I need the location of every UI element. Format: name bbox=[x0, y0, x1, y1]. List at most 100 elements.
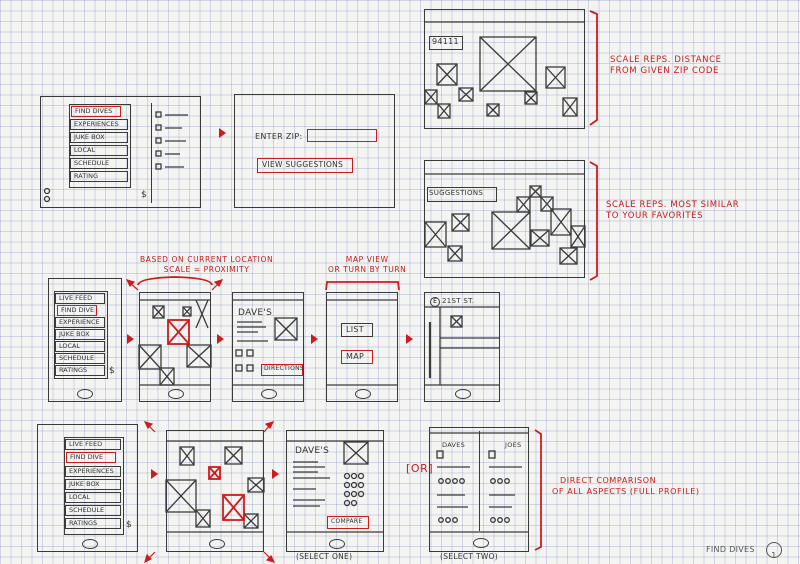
compare-divider bbox=[479, 431, 480, 531]
row3-compare-lines bbox=[429, 432, 529, 533]
row1-arrow-1 bbox=[219, 128, 226, 138]
row1-menu-list bbox=[69, 104, 131, 188]
row1-menu-experiences[interactable]: EXPERIENCES bbox=[70, 119, 128, 130]
row2-menu-list bbox=[54, 291, 108, 379]
note-location-line1: BASED ON CURRENT LOCATION bbox=[140, 255, 274, 264]
row3-menu-juke-box[interactable]: JUKE BOX bbox=[65, 479, 121, 490]
row2-map-choice-home-button[interactable] bbox=[355, 389, 371, 399]
row3-proximity-home-button[interactable] bbox=[209, 539, 225, 549]
list-button[interactable]: LIST bbox=[341, 323, 373, 337]
row3-detail-lines bbox=[286, 440, 384, 533]
row3-menu-phone: LIVE FEED FIND DIVE EXPERIENCES JUKE BOX… bbox=[37, 424, 138, 552]
row2-selected-pin bbox=[167, 319, 190, 345]
or-label: [OR] bbox=[406, 462, 434, 475]
zip-input[interactable] bbox=[307, 129, 377, 142]
bracket-map bbox=[325, 281, 400, 291]
row2-menu-schedule[interactable]: SCHEDULE bbox=[55, 353, 105, 364]
note-location-line2: SCALE = PROXIMITY bbox=[163, 265, 250, 275]
row3-menu-local[interactable]: LOCAL bbox=[65, 492, 121, 503]
row3-menu-ratings[interactable]: RATINGS bbox=[65, 518, 121, 529]
compare-label: COMPARE bbox=[331, 518, 363, 525]
map-button[interactable]: MAP bbox=[341, 350, 373, 364]
grid-suggestions-field bbox=[427, 187, 497, 202]
row2-menu-live-feed[interactable]: LIVE FEED bbox=[55, 293, 105, 304]
row1-menu-rating[interactable]: RATING bbox=[70, 171, 128, 182]
row1-list-lines bbox=[43, 111, 188, 203]
note-distance-line2: FROM GIVEN ZIP CODE bbox=[610, 66, 719, 77]
footer-title: FIND DIVES bbox=[706, 545, 755, 554]
row3-detail-title: DAVE'S bbox=[295, 446, 330, 456]
row1-menu-local[interactable]: LOCAL bbox=[70, 145, 128, 156]
note-distance-line1: SCALE REPS. DISTANCE bbox=[610, 55, 722, 65]
note-compare: DIRECT COMPARISON OF ALL ASPECTS (FULL P… bbox=[552, 476, 700, 498]
row2-menu-find-dive[interactable]: FIND DIVE bbox=[57, 305, 97, 316]
page-number: 1 bbox=[771, 551, 777, 560]
row2-arrow-4 bbox=[406, 334, 413, 344]
row1-menu-schedule[interactable]: SCHEDULE bbox=[70, 158, 128, 169]
grid-suggestions-placeholders bbox=[424, 173, 586, 265]
grid-suggestions-title: SUGGESTIONS bbox=[429, 189, 484, 197]
row3-menu-live-feed[interactable]: LIVE FEED bbox=[65, 439, 121, 450]
row2-detail-title: DAVE'S bbox=[238, 308, 273, 318]
view-suggestions-button[interactable]: VIEW SUGGESTIONS bbox=[257, 158, 353, 173]
row2-arrow-2 bbox=[217, 334, 224, 344]
row2-proximity-home-button[interactable] bbox=[168, 389, 184, 399]
row1-money-icon: $ bbox=[141, 190, 148, 200]
row2-menu-experience[interactable]: EXPERIENCE bbox=[55, 317, 105, 328]
note-location: BASED ON CURRENT LOCATION SCALE = PROXIM… bbox=[140, 255, 273, 275]
row2-home-button[interactable] bbox=[77, 389, 93, 399]
note-distance: SCALE REPS. DISTANCE FROM GIVEN ZIP CODE bbox=[610, 55, 722, 78]
grid-zip-placeholders bbox=[424, 21, 585, 119]
row1-zip-screen: ENTER ZIP: VIEW SUGGESTIONS bbox=[234, 94, 395, 208]
row3-selected-pin-small bbox=[208, 466, 221, 480]
directions-button[interactable]: DIRECTIONS bbox=[261, 364, 304, 376]
row3-compare-home-button[interactable] bbox=[473, 538, 489, 548]
row2-navigation-lines bbox=[424, 306, 500, 386]
row3-menu-experiences[interactable]: EXPERIENCES bbox=[65, 466, 121, 477]
row2-detail-lines bbox=[232, 299, 304, 386]
row2-proximity-placeholders bbox=[138, 299, 212, 386]
map-label: MAP bbox=[346, 352, 365, 361]
grid-zip-field bbox=[429, 36, 463, 50]
row1-grid-zip-screen: 94111 bbox=[424, 9, 585, 129]
row2-detail-phone: DAVE'S DIRECTIONS bbox=[232, 292, 304, 402]
row3-menu-list bbox=[64, 437, 124, 535]
bracket-location bbox=[137, 276, 213, 286]
row1-grid-suggestions-screen: SUGGESTIONS bbox=[424, 160, 585, 278]
row3-detail-phone: DAVE'S COMPARE bbox=[286, 430, 384, 552]
directions-label: DIRECTIONS bbox=[264, 365, 304, 372]
row3-money-icon: $ bbox=[126, 520, 133, 530]
grid-zip-value: 94111 bbox=[432, 37, 459, 46]
row2-arrow-3 bbox=[311, 334, 318, 344]
view-suggestions-label: VIEW SUGGESTIONS bbox=[262, 160, 344, 169]
row2-map-choice-lines bbox=[326, 299, 398, 386]
bracket-favorites bbox=[589, 161, 598, 281]
row2-menu-juke-box[interactable]: JUKE BOX bbox=[55, 329, 105, 340]
page-number-circle: 1 bbox=[766, 542, 782, 560]
list-label: LIST bbox=[346, 325, 364, 334]
note-map-line1: MAP VIEW bbox=[345, 255, 389, 264]
note-map-line2: OR TURN BY TURN bbox=[328, 265, 407, 275]
row1-menu-juke-box[interactable]: JUKE BOX bbox=[70, 132, 128, 143]
row3-home-button[interactable] bbox=[82, 539, 98, 549]
row2-arrow-1 bbox=[127, 334, 134, 344]
bracket-compare bbox=[534, 429, 542, 551]
row3-menu-schedule[interactable]: SCHEDULE bbox=[65, 505, 121, 516]
compare-right-title: JOES bbox=[505, 441, 522, 449]
row2-navigation-home-button[interactable] bbox=[455, 389, 471, 399]
row3-arrow-2 bbox=[272, 469, 279, 479]
row3-arrow-1 bbox=[151, 469, 158, 479]
row3-detail-home-button[interactable] bbox=[329, 539, 345, 549]
row2-menu-ratings[interactable]: RATINGS bbox=[55, 365, 105, 376]
note-favorites-line2: TO YOUR FAVORITES bbox=[606, 211, 704, 222]
note-compare-line2: OF ALL ASPECTS (FULL PROFILE) bbox=[552, 486, 700, 496]
note-compare-line1: DIRECT COMPARISON bbox=[560, 476, 657, 485]
note-favorites-line1: SCALE REPS. MOST SIMILAR bbox=[606, 200, 740, 210]
compare-button[interactable]: COMPARE bbox=[327, 516, 369, 529]
row1-menu-find-dives[interactable]: FIND DIVES bbox=[71, 106, 121, 117]
row1-menu-screen: FIND DIVES EXPERIENCES JUKE BOX LOCAL SC… bbox=[40, 96, 201, 208]
row2-detail-home-button[interactable] bbox=[261, 389, 277, 399]
row3-menu-find-dive[interactable]: FIND DIVE bbox=[66, 452, 116, 463]
row2-menu-local[interactable]: LOCAL bbox=[55, 341, 105, 352]
